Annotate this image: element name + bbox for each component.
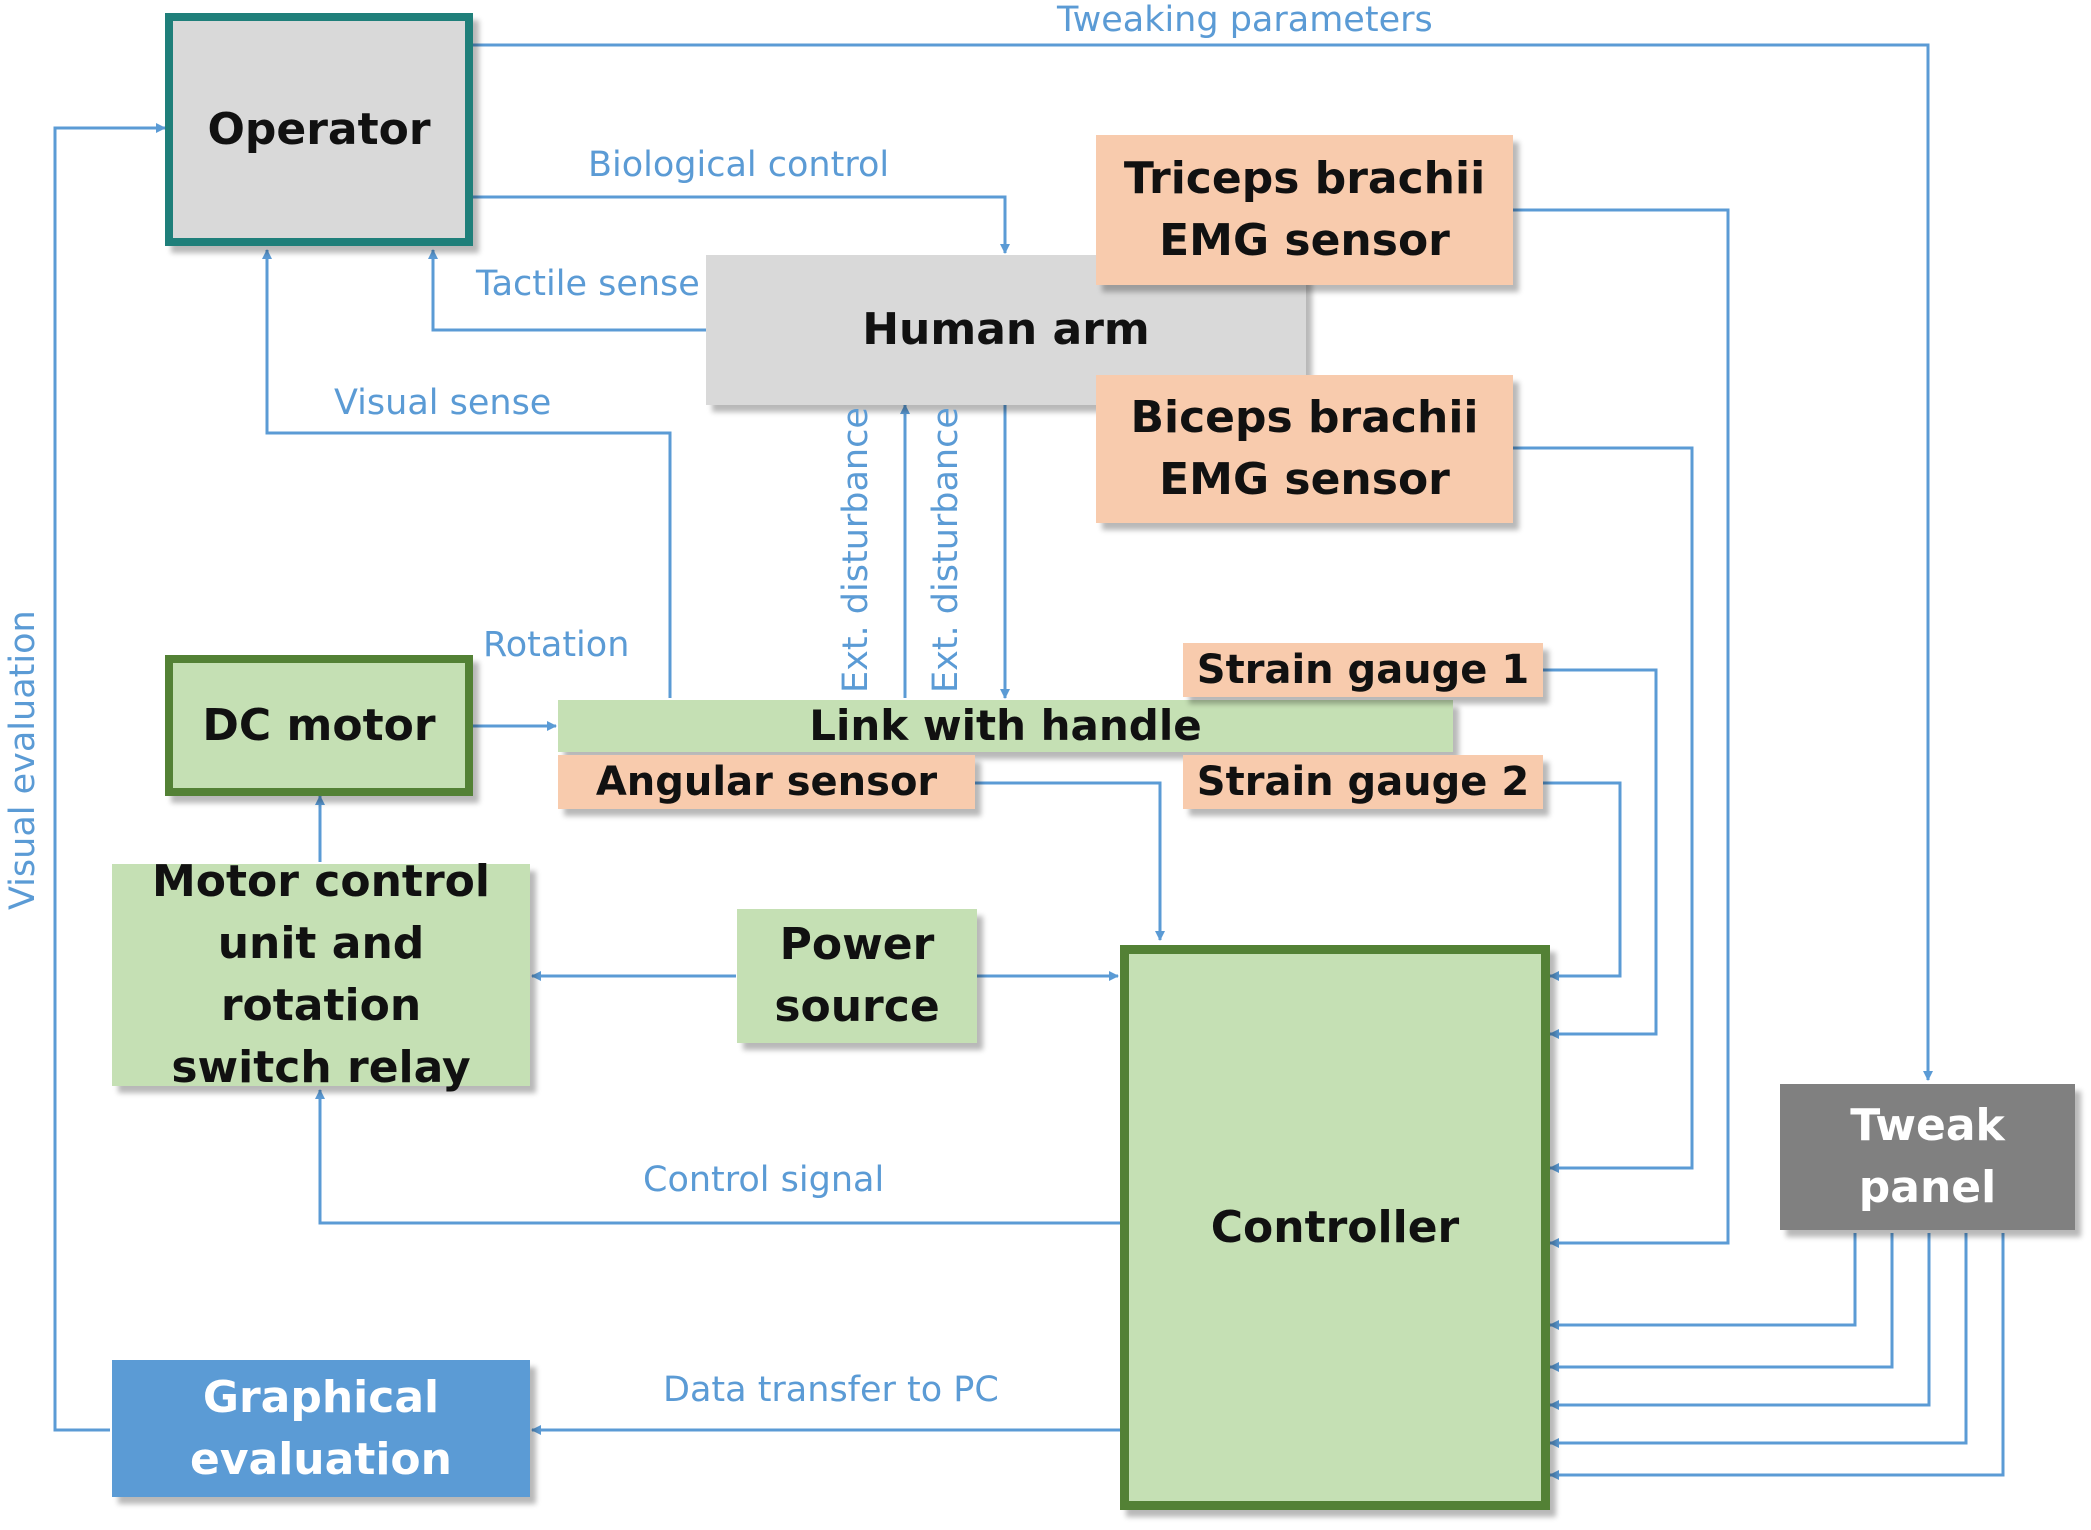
power-source-block: Power source <box>737 909 977 1043</box>
label-control-signal: Control signal <box>643 1160 885 1200</box>
graphical-evaluation-label-line2: evaluation <box>190 1433 452 1485</box>
arrow-tactile-sense <box>428 249 706 332</box>
arrow-biceps-to-controller <box>1513 446 1694 1173</box>
controller-block: Controller <box>1120 945 1550 1510</box>
label-visual-sense: Visual sense <box>334 383 552 423</box>
arrow-tweak-to-controller-5 <box>1549 1233 2005 1480</box>
label-ext-disturbance-down: Ext. disturbance <box>926 407 966 693</box>
motor-control-label-line2: unit and rotation <box>217 918 425 1031</box>
motor-control-block: Motor control unit and rotation switch r… <box>112 856 530 1093</box>
operator-block: Operator <box>165 13 473 246</box>
tweak-panel-block: Tweak panel <box>1780 1084 2075 1230</box>
graphical-evaluation-block: Graphical evaluation <box>112 1360 530 1497</box>
strain-gauge-1-label: Strain gauge 1 <box>1196 647 1530 693</box>
arrow-visual-evaluation <box>53 123 166 1432</box>
arrow-tweak-to-controller-1 <box>1549 1233 1857 1330</box>
label-visual-evaluation: Visual evaluation <box>3 610 43 910</box>
biceps-label-line1: Biceps brachii <box>1130 392 1479 443</box>
controller-label: Controller <box>1210 1201 1460 1253</box>
label-rotation: Rotation <box>483 625 630 665</box>
biceps-label-line2: EMG sensor <box>1159 454 1450 505</box>
dc-motor-block: DC motor <box>165 655 473 796</box>
strain-gauge-2-label: Strain gauge 2 <box>1196 759 1530 805</box>
power-source-label-line2: source <box>774 981 940 1032</box>
tweak-panel-label-line2: panel <box>1858 1162 1997 1213</box>
strain-gauge-1-block: Strain gauge 1 <box>1183 643 1543 697</box>
arrow-angular-to-controller <box>975 781 1165 941</box>
angular-sensor-block: Angular sensor <box>558 755 975 809</box>
angular-sensor-label: Angular sensor <box>595 759 938 805</box>
arrow-triceps-to-controller <box>1513 208 1730 1248</box>
label-biological-control: Biological control <box>588 145 890 185</box>
triceps-label-line2: EMG sensor <box>1159 215 1450 266</box>
label-tweaking-parameters: Tweaking parameters <box>1053 0 1437 40</box>
label-tactile-sense: Tactile sense <box>476 264 700 304</box>
arrow-tweak-to-controller-4 <box>1549 1233 1968 1448</box>
tweak-panel-label-line1: Tweak <box>1850 1100 2005 1151</box>
arrow-visual-sense <box>262 249 672 698</box>
human-arm-label: Human arm <box>862 304 1150 355</box>
link-with-handle-block: Link with handle <box>558 700 1453 752</box>
arrow-strain2-to-controller <box>1543 781 1622 981</box>
dc-motor-label: DC motor <box>202 699 436 751</box>
triceps-emg-sensor-block: Triceps brachii EMG sensor <box>1096 135 1513 285</box>
arrow-tweaking-parameters <box>473 43 1933 1081</box>
triceps-label-line1: Triceps brachii <box>1123 153 1486 204</box>
power-source-label-line1: Power <box>779 919 935 970</box>
biceps-emg-sensor-block: Biceps brachii EMG sensor <box>1096 375 1513 523</box>
link-with-handle-label: Link with handle <box>809 701 1202 750</box>
arrow-biological-control <box>473 195 1010 254</box>
arrow-tweak-to-controller-2 <box>1549 1233 1894 1372</box>
graphical-evaluation-label-line1: Graphical <box>202 1371 440 1423</box>
arrow-tweak-to-controller-3 <box>1549 1233 1931 1410</box>
label-data-transfer: Data transfer to PC <box>663 1370 999 1410</box>
motor-control-label-line1: Motor control <box>152 856 490 907</box>
strain-gauge-2-block: Strain gauge 2 <box>1183 755 1543 809</box>
operator-label: Operator <box>207 103 431 155</box>
arrow-strain1-to-controller <box>1543 668 1658 1039</box>
label-ext-disturbance-up: Ext. disturbance <box>836 407 876 693</box>
arrow-control-signal <box>315 1089 1120 1225</box>
motor-control-label-line3: switch relay <box>171 1042 471 1093</box>
